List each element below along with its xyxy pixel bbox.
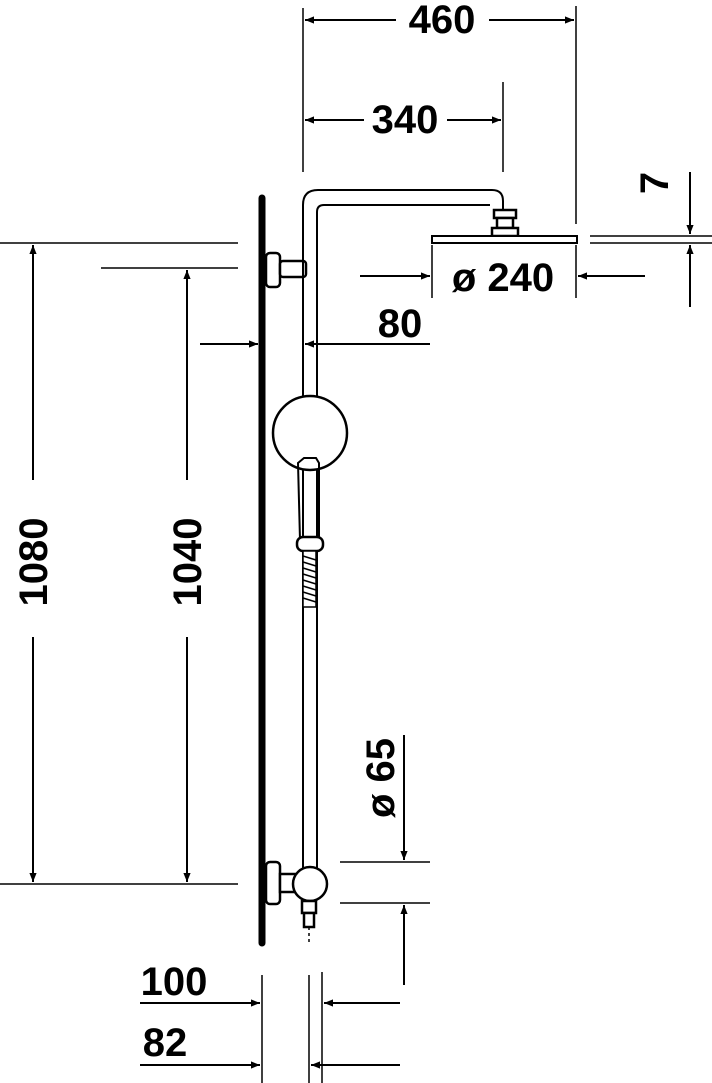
dim-80-label: 80 <box>378 302 423 346</box>
dim-240-label: ø 240 <box>452 256 554 300</box>
dimension-1040: 1040 <box>101 267 238 882</box>
dim-65-label: ø 65 <box>359 738 403 818</box>
dimension-460: 460 <box>302 0 577 224</box>
dim-7-label: 7 <box>633 172 677 194</box>
dimension-82: 82 <box>140 975 400 1083</box>
riser-rail-and-arm <box>302 189 504 870</box>
shower-hose <box>302 550 317 608</box>
upper-wall-bracket <box>264 251 308 289</box>
dimension-340: 340 <box>305 82 504 172</box>
dimension-7: 7 <box>590 172 712 307</box>
dim-1080-label: 1080 <box>12 518 56 607</box>
dimension-diameter-240: ø 240 <box>360 245 645 300</box>
lower-valve <box>264 860 329 945</box>
dim-1040-label: 1040 <box>166 518 210 607</box>
hand-shower-holder <box>271 394 349 553</box>
dim-82-label: 82 <box>143 1021 188 1065</box>
dim-340-label: 340 <box>372 98 439 142</box>
shower-head <box>431 208 578 244</box>
dimension-1080: 1080 <box>0 242 238 885</box>
dim-100-label: 100 <box>141 960 208 1004</box>
dimension-80: 80 <box>200 302 430 348</box>
dim-460-label: 460 <box>409 0 476 42</box>
dimension-100: 100 <box>140 960 400 1083</box>
dimension-diameter-65: ø 65 <box>340 735 430 985</box>
